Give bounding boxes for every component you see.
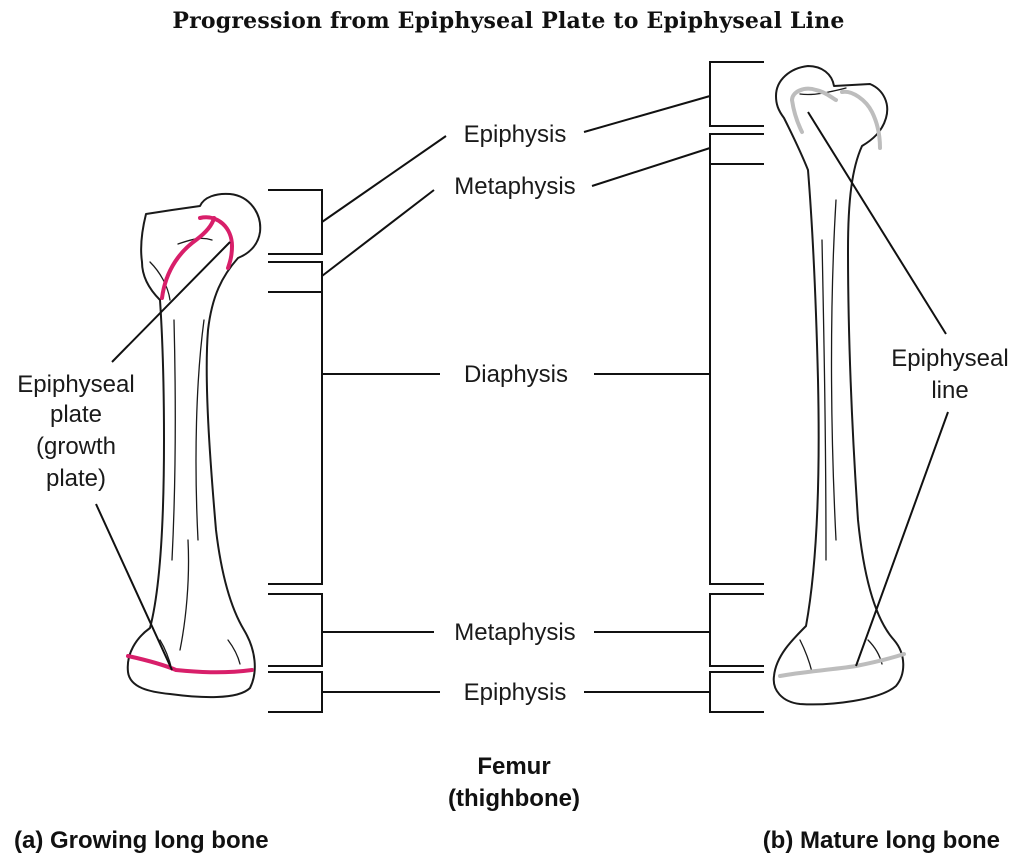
label-diaphysis: Diaphysis — [464, 361, 568, 388]
label-epiphysis-bottom: Epiphysis — [464, 679, 567, 706]
leader-epiphysis-top-right — [584, 96, 710, 132]
epiphyseal-plate-line-4: plate) — [46, 465, 106, 492]
bracket-left-diaphysis — [268, 292, 322, 584]
bracket-right-metaphysis-top — [710, 134, 764, 164]
bracket-left-metaphysis-top — [268, 262, 322, 292]
caption-growing-long-bone: (a) Growing long bone — [14, 827, 269, 854]
label-epiphysis-top: Epiphysis — [464, 121, 567, 148]
epiphyseal-line-annotation: Epiphyseal line — [891, 345, 1008, 404]
leader-epiphyseal-line-lower — [856, 412, 948, 666]
epiphyseal-line-line-1: Epiphyseal — [891, 345, 1008, 372]
bracket-right-epiphysis-bottom — [710, 672, 764, 712]
growing-femur-illustration — [128, 194, 260, 697]
bracket-left-metaphysis-bottom — [268, 594, 322, 666]
growing-femur-outline — [128, 194, 260, 697]
left-brackets — [268, 190, 322, 712]
label-metaphysis-bottom: Metaphysis — [454, 619, 575, 646]
caption-mature-long-bone: (b) Mature long bone — [763, 827, 1000, 854]
leader-metaphysis-top-left — [322, 190, 434, 276]
epiphyseal-plate-annotation: Epiphyseal plate (growth plate) — [17, 371, 134, 492]
caption-thighbone: (thighbone) — [448, 785, 580, 812]
bracket-right-diaphysis — [710, 164, 764, 584]
epiphyseal-plate-line-2: plate — [50, 401, 102, 428]
bracket-left-epiphysis-bottom — [268, 672, 322, 712]
caption-femur: Femur — [477, 753, 550, 780]
bracket-left-epiphysis-top — [268, 190, 322, 254]
epiphyseal-plate-line-1: Epiphyseal — [17, 371, 134, 398]
right-brackets — [710, 62, 764, 712]
leader-epiphysis-top-left — [322, 136, 446, 222]
label-metaphysis-top: Metaphysis — [454, 173, 575, 200]
bracket-right-metaphysis-bottom — [710, 594, 764, 666]
leader-metaphysis-top-right — [592, 148, 710, 186]
epiphyseal-line-line-2: line — [931, 377, 968, 404]
epiphyseal-plate-line-3: (growth — [36, 433, 116, 460]
bracket-right-epiphysis-top — [710, 62, 764, 126]
